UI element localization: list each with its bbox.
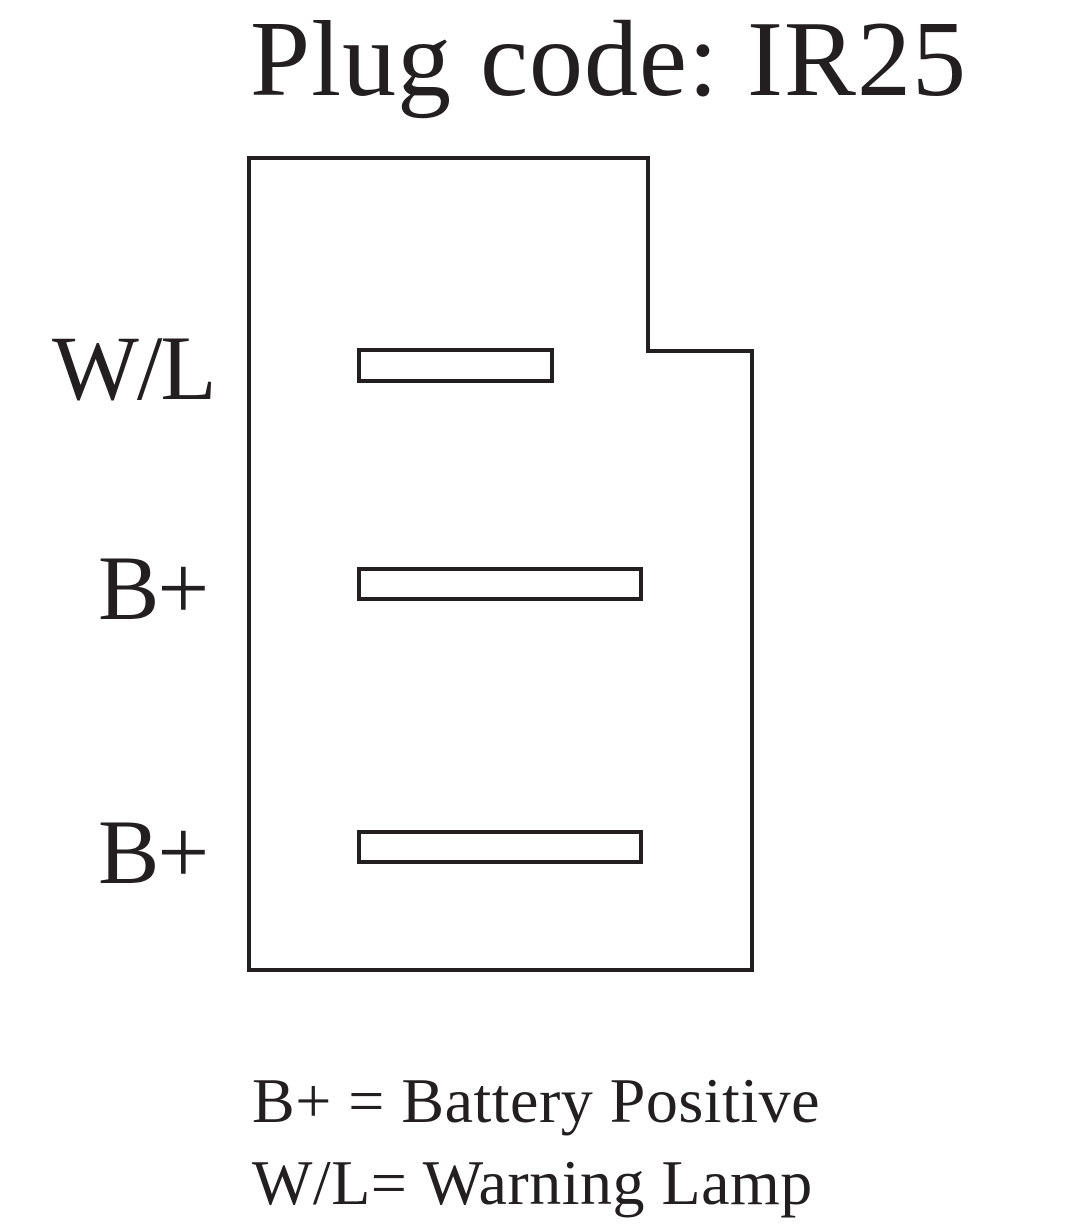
- legend-item-warning-lamp: W/L= Warning Lamp: [252, 1146, 813, 1218]
- legend: B+ = Battery Positive W/L= Warning Lamp: [252, 1060, 820, 1224]
- terminal-slot-warning-lamp: [357, 348, 554, 383]
- terminal-slot-battery-positive-1: [357, 567, 643, 601]
- pin-label-battery-positive-2: B+: [98, 801, 209, 903]
- terminal-slot-battery-positive-2: [357, 830, 643, 864]
- pin-label-battery-positive-1: B+: [98, 537, 209, 639]
- connector-housing-outline: [247, 156, 754, 972]
- pin-label-warning-lamp: W/L: [52, 317, 217, 419]
- plug-code-title: Plug code: IR25: [250, 0, 967, 119]
- legend-item-battery-positive: B+ = Battery Positive: [252, 1065, 820, 1136]
